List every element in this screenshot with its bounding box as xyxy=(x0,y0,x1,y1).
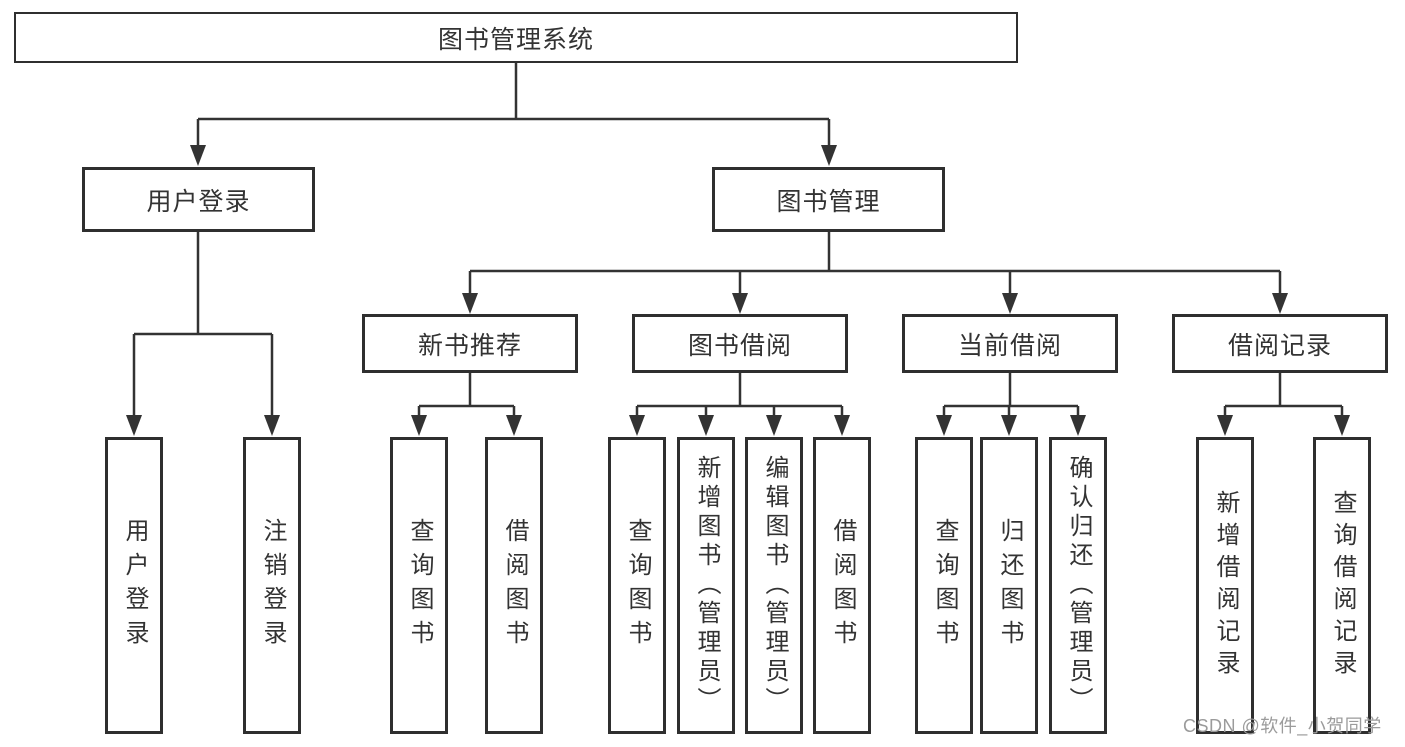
arrow-down-icon xyxy=(264,415,280,436)
node-root-label: 图书管理系统 xyxy=(437,25,594,54)
arrow-down-icon xyxy=(411,415,427,436)
arrow-down-icon xyxy=(698,415,714,436)
leaf-query-books-borrow: 查询图书 xyxy=(608,437,666,734)
arrow-down-icon xyxy=(766,415,782,436)
node-current-borrowing: 当前借阅 xyxy=(902,314,1118,373)
arrow-down-icon xyxy=(1070,415,1086,436)
arrow-down-icon xyxy=(190,145,206,166)
leaf-logout-label: 注销登录 xyxy=(259,517,286,654)
connector-book-borrow-to-leaves xyxy=(635,373,844,417)
arrow-down-icon xyxy=(821,145,837,166)
leaf-user-login: 用户登录 xyxy=(105,437,163,734)
node-new-book-recommendation: 新书推荐 xyxy=(362,314,578,373)
arrow-down-icon xyxy=(462,293,478,314)
node-new-book-recommendation-label: 新书推荐 xyxy=(417,331,522,360)
leaf-add-books-admin: 新增图书（管理员） xyxy=(677,437,735,734)
leaf-return-books-label: 归还图书 xyxy=(996,517,1023,654)
node-user-login-label: 用户登录 xyxy=(146,187,251,216)
arrow-down-icon xyxy=(732,293,748,314)
connector-book-management-to-level3 xyxy=(468,232,1282,295)
node-borrowing-records-label: 借阅记录 xyxy=(1227,331,1332,360)
arrow-down-icon xyxy=(126,415,142,436)
arrow-down-icon xyxy=(506,415,522,436)
leaf-user-login-label: 用户登录 xyxy=(121,517,148,654)
leaf-query-books-recommend-label: 查询图书 xyxy=(406,517,433,654)
arrow-down-icon xyxy=(1272,293,1288,314)
arrow-down-icon xyxy=(936,415,952,436)
connector-root-to-level2 xyxy=(196,63,831,146)
leaf-borrow-books: 借阅图书 xyxy=(813,437,871,734)
connector-user-login-to-leaves xyxy=(132,232,274,417)
arrow-down-icon xyxy=(1002,293,1018,314)
node-current-borrowing-label: 当前借阅 xyxy=(957,331,1062,360)
leaf-add-borrow-record-label: 新增借阅记录 xyxy=(1212,489,1239,682)
arrow-down-icon xyxy=(834,415,850,436)
leaf-edit-books-admin-label: 编辑图书（管理员） xyxy=(761,455,788,716)
arrow-down-icon xyxy=(629,415,645,436)
leaf-borrow-books-recommend: 借阅图书 xyxy=(485,437,543,734)
node-book-borrowing-label: 图书借阅 xyxy=(687,331,792,360)
leaf-edit-books-admin: 编辑图书（管理员） xyxy=(745,437,803,734)
connector-new-book-to-leaves xyxy=(417,373,516,417)
leaf-add-borrow-record: 新增借阅记录 xyxy=(1196,437,1254,734)
node-borrowing-records: 借阅记录 xyxy=(1172,314,1388,373)
csdn-watermark: CSDN @软件_小贺同学 xyxy=(1183,716,1382,736)
arrow-down-icon xyxy=(1217,415,1233,436)
node-book-management-label: 图书管理 xyxy=(776,187,881,216)
leaf-confirm-return-admin-label: 确认归还（管理员） xyxy=(1065,455,1092,716)
leaf-query-books-recommend: 查询图书 xyxy=(390,437,448,734)
leaf-query-borrow-record: 查询借阅记录 xyxy=(1313,437,1371,734)
node-book-management: 图书管理 xyxy=(712,167,945,232)
leaf-logout: 注销登录 xyxy=(243,437,301,734)
leaf-query-books-current: 查询图书 xyxy=(915,437,973,734)
leaf-add-books-admin-label: 新增图书（管理员） xyxy=(693,455,720,716)
node-root: 图书管理系统 xyxy=(14,12,1018,63)
arrow-down-icon xyxy=(1334,415,1350,436)
connector-current-borrow-to-leaves xyxy=(942,373,1080,417)
node-user-login: 用户登录 xyxy=(82,167,315,232)
leaf-confirm-return-admin: 确认归还（管理员） xyxy=(1049,437,1107,734)
leaf-query-books-borrow-label: 查询图书 xyxy=(624,517,651,654)
arrow-down-icon xyxy=(1001,415,1017,436)
connector-borrow-records-to-leaves xyxy=(1223,373,1344,417)
node-book-borrowing: 图书借阅 xyxy=(632,314,848,373)
leaf-borrow-books-label: 借阅图书 xyxy=(829,517,856,654)
leaf-query-books-current-label: 查询图书 xyxy=(931,517,958,654)
leaf-return-books: 归还图书 xyxy=(980,437,1038,734)
arrowheads xyxy=(126,145,1350,436)
leaf-borrow-books-recommend-label: 借阅图书 xyxy=(501,517,528,654)
leaf-query-borrow-record-label: 查询借阅记录 xyxy=(1329,489,1356,682)
